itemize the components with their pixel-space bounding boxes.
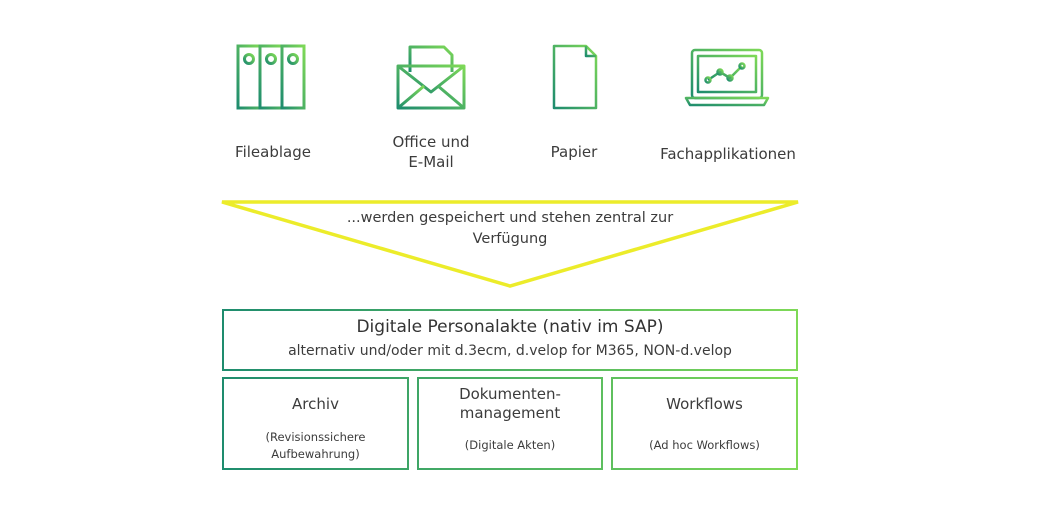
source-office-email — [396, 44, 466, 110]
funnel-text: ...werden gespeichert und stehen zentral… — [346, 210, 674, 247]
sub-box-workflows: Workflows (Ad hoc Workflows) — [611, 377, 798, 471]
sub-box-title: Archiv — [292, 395, 339, 413]
main-box-title: Digitale Personalakte (nativ im SAP) — [356, 317, 664, 337]
envelope-icon — [396, 45, 466, 110]
sub-box-title: Workflows — [666, 395, 743, 413]
source-papier — [552, 44, 598, 110]
sub-box-archiv: Archiv (Revisionssichere Aufbewahrung) — [222, 377, 409, 471]
source-label-papier: Papier — [550, 143, 598, 161]
main-box-subtitle: alternativ und/oder mit d.3ecm, d.velop … — [288, 343, 732, 359]
source-fileablage — [236, 44, 308, 110]
sub-box-dokumentenmanagement: Dokumenten- management (Digitale Akten) — [417, 377, 603, 471]
main-box-border — [222, 309, 798, 371]
source-fachapplikationen — [684, 48, 770, 108]
sub-box-desc: (Ad hoc Workflows) — [649, 438, 760, 452]
source-label-fileablage: Fileablage — [235, 143, 311, 161]
source-label-fachapplikationen: Fachapplikationen — [660, 145, 796, 163]
paper-document-icon — [552, 44, 598, 110]
main-box: Digitale Personalakte (nativ im SAP) alt… — [222, 309, 798, 371]
sub-box-borders — [222, 377, 798, 470]
sub-box-desc: (Revisionssichere Aufbewahrung) — [265, 430, 366, 461]
sub-box-title: Dokumenten- management — [459, 385, 561, 422]
source-label-office-email: Office und E-Mail — [392, 133, 470, 171]
laptop-chart-icon — [684, 48, 770, 107]
folder-binders-icon — [236, 44, 306, 110]
sub-box-desc: (Digitale Akten) — [464, 438, 556, 452]
